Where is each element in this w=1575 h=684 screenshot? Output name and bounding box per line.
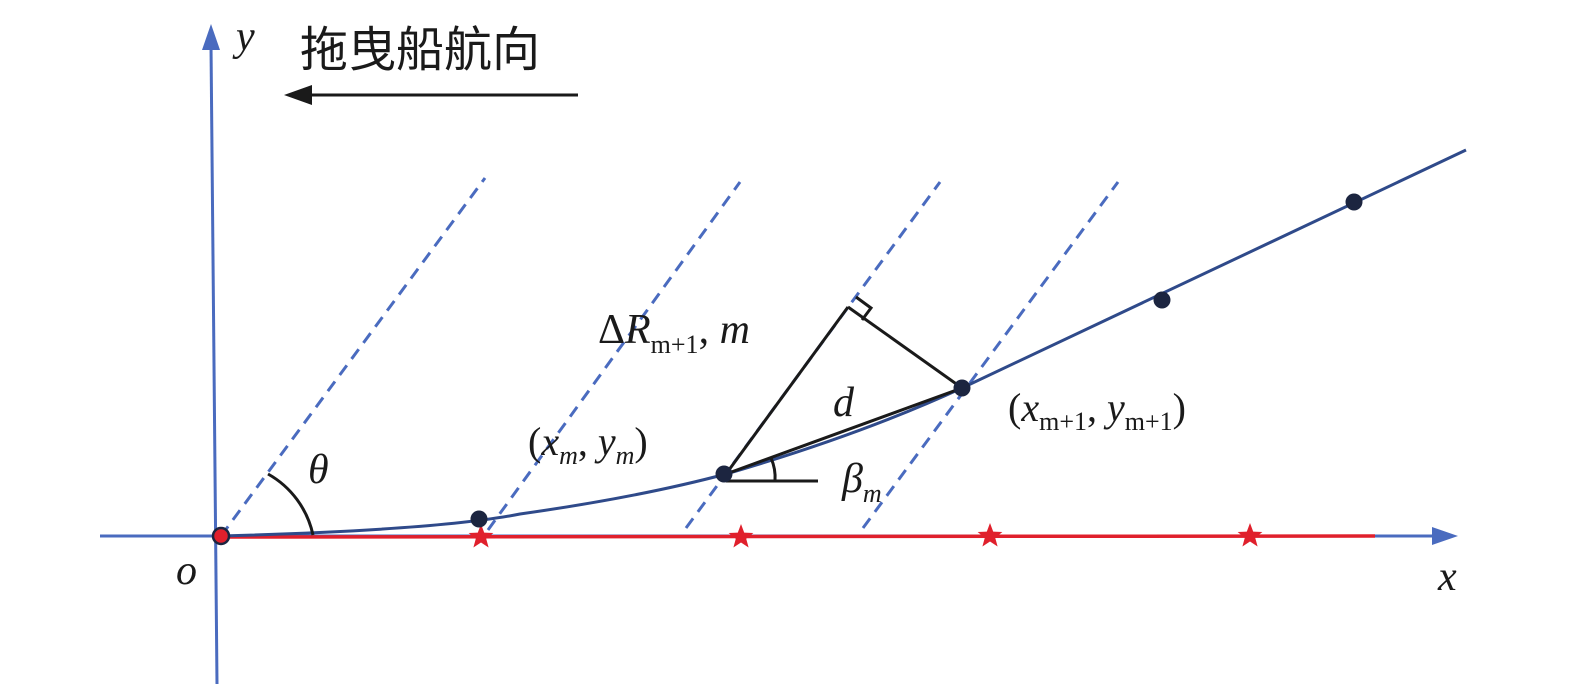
star-marker-icon (1237, 523, 1263, 547)
beta-subscript: m (863, 479, 882, 508)
y-axis-label: y (232, 14, 255, 60)
segment-d-label: d (833, 380, 855, 426)
node-dot-icon (1345, 193, 1363, 211)
star-markers (468, 523, 1263, 548)
beta-label: βm (841, 456, 882, 508)
point-m1-sep: , (1087, 385, 1107, 430)
point-m-x: x (540, 419, 559, 464)
segment-d-line (725, 386, 963, 476)
star-marker-icon (728, 524, 754, 548)
beta-symbol: β (841, 456, 863, 502)
node-dot-icon (953, 379, 971, 397)
point-m1-y-sub: m+1 (1125, 407, 1173, 436)
dashed-line (861, 181, 1120, 529)
point-m-open: ( (528, 419, 541, 464)
y-axis-arrowhead (202, 24, 220, 50)
node-dot-icon (1153, 291, 1171, 309)
point-m1-close: ) (1173, 385, 1186, 430)
right-angle-mark (855, 295, 874, 321)
node-dots (470, 193, 1363, 528)
perpendicular-line (847, 305, 963, 390)
point-m-x-sub: m (559, 441, 578, 470)
point-m-y: y (594, 419, 616, 464)
dashed-line (486, 181, 742, 531)
point-m1-y: y (1103, 385, 1125, 430)
star-marker-icon (468, 524, 494, 548)
distance-delta: Δ (598, 307, 625, 353)
origin-marker (211, 526, 231, 546)
heading-label: 拖曳船航向 (300, 22, 540, 78)
construction-lines (267, 295, 963, 536)
theta-angle-arc (267, 472, 315, 536)
distance-r-sub: m+1 (651, 330, 699, 359)
point-m1-open: ( (1008, 385, 1021, 430)
point-m1-x: x (1020, 385, 1039, 430)
beta-angle-arc (769, 457, 777, 482)
distance-m: m (720, 307, 750, 353)
theta-label: θ (308, 447, 329, 493)
point-m1-label: (xm+1, ym+1) (1008, 385, 1186, 436)
point-m1-x-sub: m+1 (1039, 407, 1087, 436)
x-axis-label: x (1437, 554, 1457, 600)
distance-sep: , (699, 307, 720, 353)
origin-label: o (176, 548, 197, 594)
node-dot-icon (470, 510, 488, 528)
y-axis-line (209, 44, 219, 684)
straight-array-line (220, 534, 1376, 539)
point-m-close: ) (634, 419, 647, 464)
x-axis-arrowhead (1432, 527, 1458, 545)
distance-label: ΔRm+1, m (598, 307, 750, 359)
left-arrow-icon (284, 85, 312, 105)
point-m-label: (xm, ym) (528, 419, 648, 470)
point-m-sep: , (578, 419, 598, 464)
node-dot-icon (715, 465, 733, 483)
distance-r: R (624, 307, 651, 353)
curved-array (220, 148, 1467, 538)
star-marker-icon (977, 523, 1003, 547)
perpendicular-base-line (724, 306, 850, 475)
dashed-line (219, 177, 487, 537)
point-m-y-sub: m (616, 441, 635, 470)
